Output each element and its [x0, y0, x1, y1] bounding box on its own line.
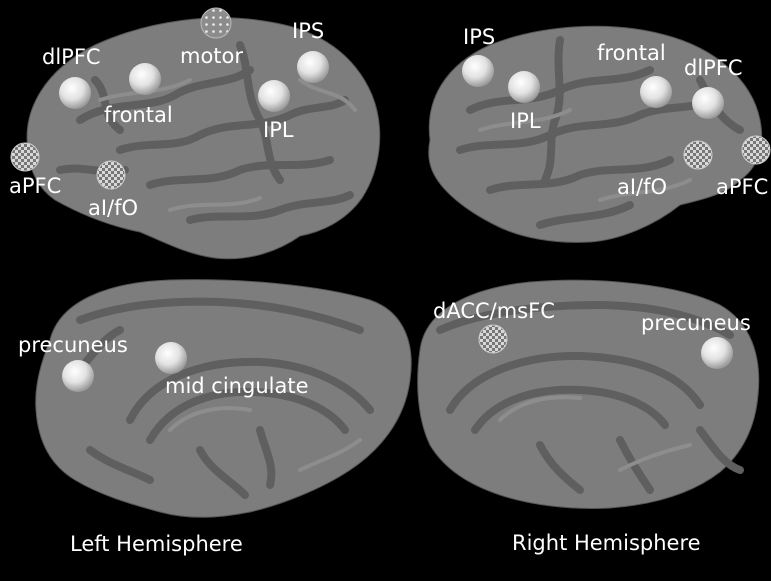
- frontal-right-node: [640, 76, 672, 108]
- dlpfc-right-label: dlPFC: [684, 56, 743, 80]
- ipl-right-label: IPL: [510, 109, 541, 133]
- precuneus-right-label: precuneus: [641, 311, 751, 335]
- ips-left-label: IPS: [292, 19, 324, 43]
- dlpfc-left-label: dlPFC: [42, 45, 101, 69]
- aifo-left-label: aI/fO: [88, 196, 138, 220]
- ips-right-label: IPS: [463, 25, 495, 49]
- ips-right-node: [462, 55, 494, 87]
- ipl-left-label: IPL: [263, 118, 294, 142]
- right-hemisphere-label: Right Hemisphere: [512, 531, 701, 555]
- left-hemisphere-label: Left Hemisphere: [70, 532, 243, 556]
- dlpfc-right-node: [692, 87, 724, 119]
- precuneus-left-label: precuneus: [18, 333, 128, 357]
- mid-cingulate-label: mid cingulate: [165, 374, 308, 398]
- precuneus-left-node: [62, 360, 94, 392]
- apfc-left-node: [11, 143, 39, 171]
- aifo-right-node: [684, 141, 712, 169]
- dacc-msfc-node: [479, 325, 507, 353]
- ipl-right-node: [508, 71, 540, 103]
- apfc-left-label: aPFC: [9, 174, 61, 198]
- ips-left-node: [297, 51, 329, 83]
- motor-label: motor: [180, 44, 243, 68]
- dacc-msfc-label: dACC/msFC: [433, 299, 555, 323]
- mid-cingulate-node: [155, 342, 187, 374]
- aifo-left-node: [97, 161, 125, 189]
- frontal-left-node: [129, 63, 161, 95]
- aifo-right-label: aI/fO: [617, 175, 667, 199]
- precuneus-right-node: [701, 337, 733, 369]
- apfc-right-label: aPFC: [716, 175, 768, 199]
- motor-node: [201, 8, 231, 38]
- frontal-right-label: frontal: [597, 41, 666, 65]
- apfc-right-node: [742, 136, 770, 164]
- dlpfc-left-node: [59, 77, 91, 109]
- frontal-left-label: frontal: [104, 103, 173, 127]
- ipl-left-node: [258, 80, 290, 112]
